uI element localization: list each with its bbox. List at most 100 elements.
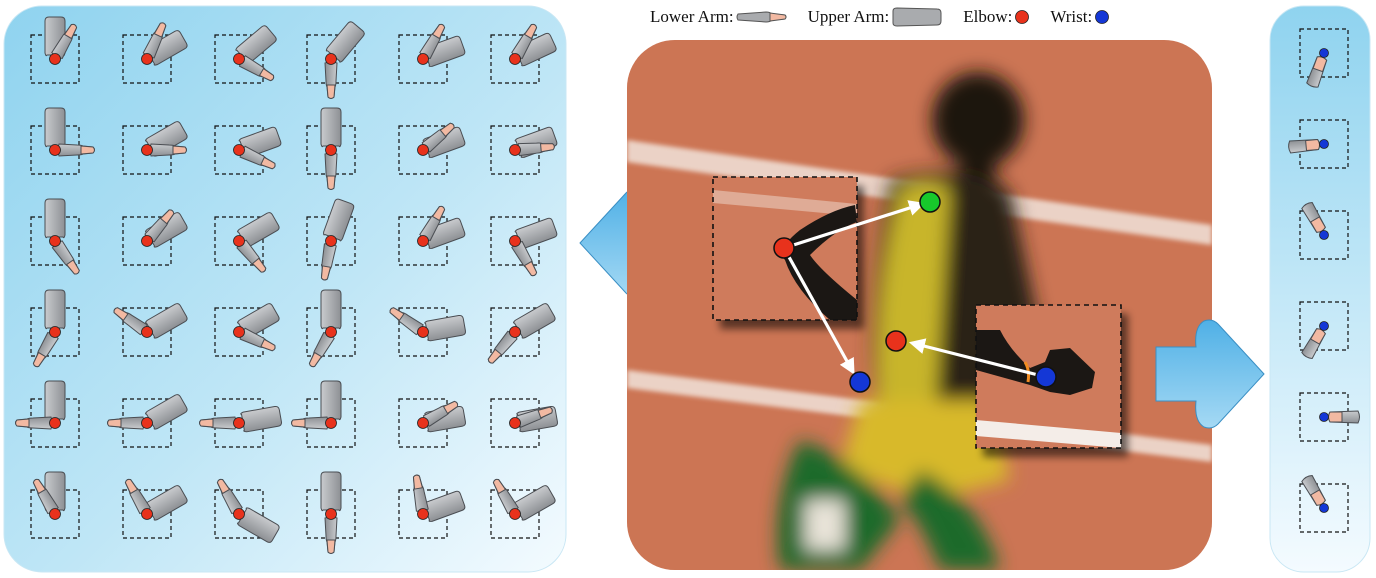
elbow-dot [49,417,61,429]
wrist-cluster-cell [1299,28,1349,88]
legend-wrist-label: Wrist: [1050,7,1093,26]
right-cluster-panel [1269,5,1371,573]
elbow-cluster-cell [306,471,356,554]
elbow-to-shoulder-link [783,200,926,250]
elbow-dot [417,53,429,65]
legend-lower-arm-label: Lower Arm: [650,7,734,26]
elbow-dot [49,53,61,65]
shoulder-keypoint [919,191,941,213]
left-elbow-keypoint [773,237,795,259]
lower-arm-segment [1301,328,1326,359]
elbow-cluster-cell [30,198,80,275]
elbow-cluster-cell [398,122,466,175]
wrist-cluster-cell [1288,119,1349,169]
upper-arm-segment [145,303,188,339]
elbow-dot [233,326,245,338]
elbow-cluster-cell [389,307,467,357]
elbow-cluster-cell [30,16,80,84]
upper-arm-segment [424,314,467,342]
elbow-cluster-cell [398,398,467,448]
upper-arm-segment [323,198,355,242]
lower-arm-segment [1288,139,1321,154]
wrist-cluster-cell [1299,392,1360,442]
elbow-cluster-cell [15,380,80,448]
upper-arm-segment [422,126,466,158]
wrist-dot [1319,503,1329,513]
lower-arm-segment [1306,56,1328,88]
elbow-cluster-cell [487,303,556,364]
wrist-to-elbow-link [908,338,1047,379]
legend-upper-arm-label: Upper Arm: [807,7,890,26]
elbow-dot [417,326,429,338]
lower-arm-segment [324,61,338,99]
elbow-dot [141,508,153,520]
elbow-to-wrist-link [782,247,855,375]
elbow-cluster-cell [122,209,188,266]
upper-arm-segment [44,380,66,421]
elbow-dot [141,144,153,156]
lower-arm-segment [51,240,80,275]
elbow-cluster-cell [113,303,188,357]
elbow-dot [49,235,61,247]
elbow-cluster-cell [306,289,356,368]
cluster-box [122,489,172,539]
cluster-box [1299,210,1349,260]
elbow-cluster-cell [398,474,466,539]
wrist-cluster-cell [1299,475,1349,533]
cluster-box [490,489,540,539]
legend-elbow-label: Elbow: [963,7,1013,26]
upper-arm-segment [320,107,342,148]
elbow-cluster-cell [107,394,188,448]
elbow-cluster-grid [15,16,559,554]
upper-arm-segment [145,394,188,430]
lower-arm-segment [422,400,459,427]
elbow-dot [509,508,521,520]
elbow-cluster-cell [122,121,188,175]
elbow-cluster-cell [199,398,283,448]
elbow-cluster-cell [490,216,558,277]
wrist-cluster-cell [1299,202,1349,260]
upper-arm-segment [320,289,342,330]
elbow-dot [417,417,429,429]
wrist-dot [1319,321,1329,331]
wrist-cluster-column [1288,28,1360,533]
elbow-cluster-cell [214,478,280,543]
upper-arm-segment [237,507,280,543]
elbow-cluster-cell [214,303,280,357]
cluster-box [122,34,172,84]
elbow-cluster-cell [490,398,559,448]
elbow-dot [509,144,521,156]
elbow-cluster-cell [490,125,558,175]
elbow-dot [141,53,153,65]
lower-arm-segment [487,330,518,364]
elbow-cluster-cell [214,125,282,175]
elbow-cluster-cell [291,380,356,448]
elbow-dot [417,235,429,247]
upper-arm-segment [320,380,342,421]
elbow-cluster-cell [30,107,95,175]
elbow-dot-icon [1015,10,1030,24]
upper-arm-segment [325,21,365,63]
elbow-dot [325,235,337,247]
elbow-dot [509,53,521,65]
elbow-cluster-cell [306,107,356,190]
upper-arm-segment [240,405,283,433]
lower-arm-segment [1328,410,1360,424]
runner-photo [627,40,1212,570]
wrist-dot [1319,48,1329,58]
cluster-box [1299,301,1349,351]
elbow-dot [141,417,153,429]
elbow-dot [325,326,337,338]
wrist-dot [1319,230,1329,240]
cluster-box [214,216,264,266]
cluster-box [122,216,172,266]
elbow-cluster-cell [306,21,365,99]
elbow-dot [49,508,61,520]
wrist-dot-icon [1095,10,1110,24]
lower-arm-segment [291,416,329,430]
elbow-cluster-cell [398,23,466,84]
elbow-dot [233,417,245,429]
elbow-cluster-cell [122,22,188,84]
lower-arm-segment [15,416,53,430]
